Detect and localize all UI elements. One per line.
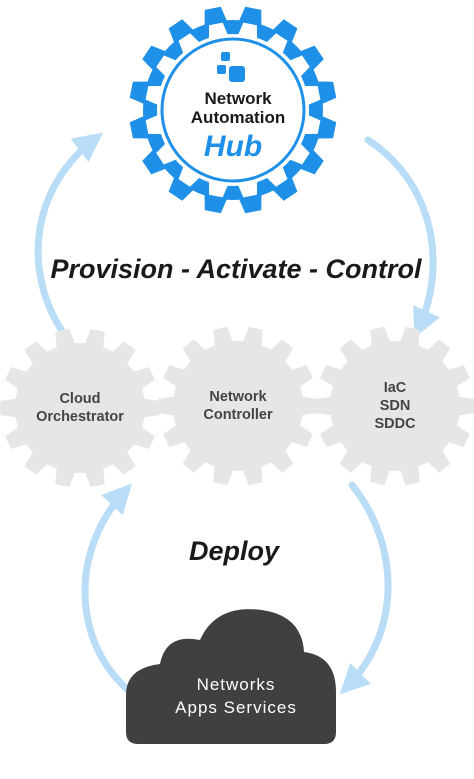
hub-gear: Network Automation Hub bbox=[129, 6, 337, 214]
headline-text: Provision - Activate - Control bbox=[50, 254, 422, 284]
cloud-label-line1: Networks bbox=[197, 675, 276, 694]
hub-title-line1: Network bbox=[204, 89, 272, 108]
gear-iac-sdn-sddc-line3: SDDC bbox=[374, 416, 416, 432]
gear-iac-sdn-sddc-line1: IaC bbox=[384, 380, 407, 396]
hub-inner-ring bbox=[160, 37, 306, 183]
arrow-cloud-to-gears bbox=[81, 483, 133, 694]
hub-logo-icon bbox=[217, 52, 245, 82]
gear-network-controller-line1: Network bbox=[209, 389, 267, 405]
cloud-icon bbox=[126, 609, 336, 744]
gear-cloud-orchestrator-line1: Cloud bbox=[59, 391, 100, 407]
gear-cloud-orchestrator-line2: Orchestrator bbox=[36, 409, 124, 425]
gear-cloud-orchestrator: Cloud Orchestrator bbox=[0, 328, 160, 488]
hub-title-line2: Automation bbox=[191, 108, 285, 127]
cycle-arrows bbox=[34, 132, 440, 695]
hub-gear-inner bbox=[145, 22, 321, 198]
gear-cloud-orchestrator-shape bbox=[0, 328, 160, 488]
deploy-label: Deploy bbox=[189, 536, 281, 566]
gear-network-controller-shape bbox=[158, 326, 318, 486]
arrow-hub-to-gears bbox=[364, 136, 440, 339]
hub-title-line3: Hub bbox=[204, 130, 262, 163]
arrow-gears-to-cloud bbox=[339, 481, 392, 695]
networks-cloud: Networks Apps Services bbox=[126, 609, 336, 744]
gear-network-controller-line2: Controller bbox=[203, 407, 273, 423]
gear-iac-sdn-sddc-line2: SDN bbox=[380, 398, 411, 414]
gear-iac-sdn-sddc-shape bbox=[315, 326, 474, 486]
gear-network-controller: Network Controller bbox=[158, 326, 318, 486]
arrow-gears-to-hub bbox=[34, 132, 104, 338]
cloud-label-line2: Apps Services bbox=[175, 698, 297, 717]
gear-iac-sdn-sddc: IaC SDN SDDC bbox=[315, 326, 474, 486]
